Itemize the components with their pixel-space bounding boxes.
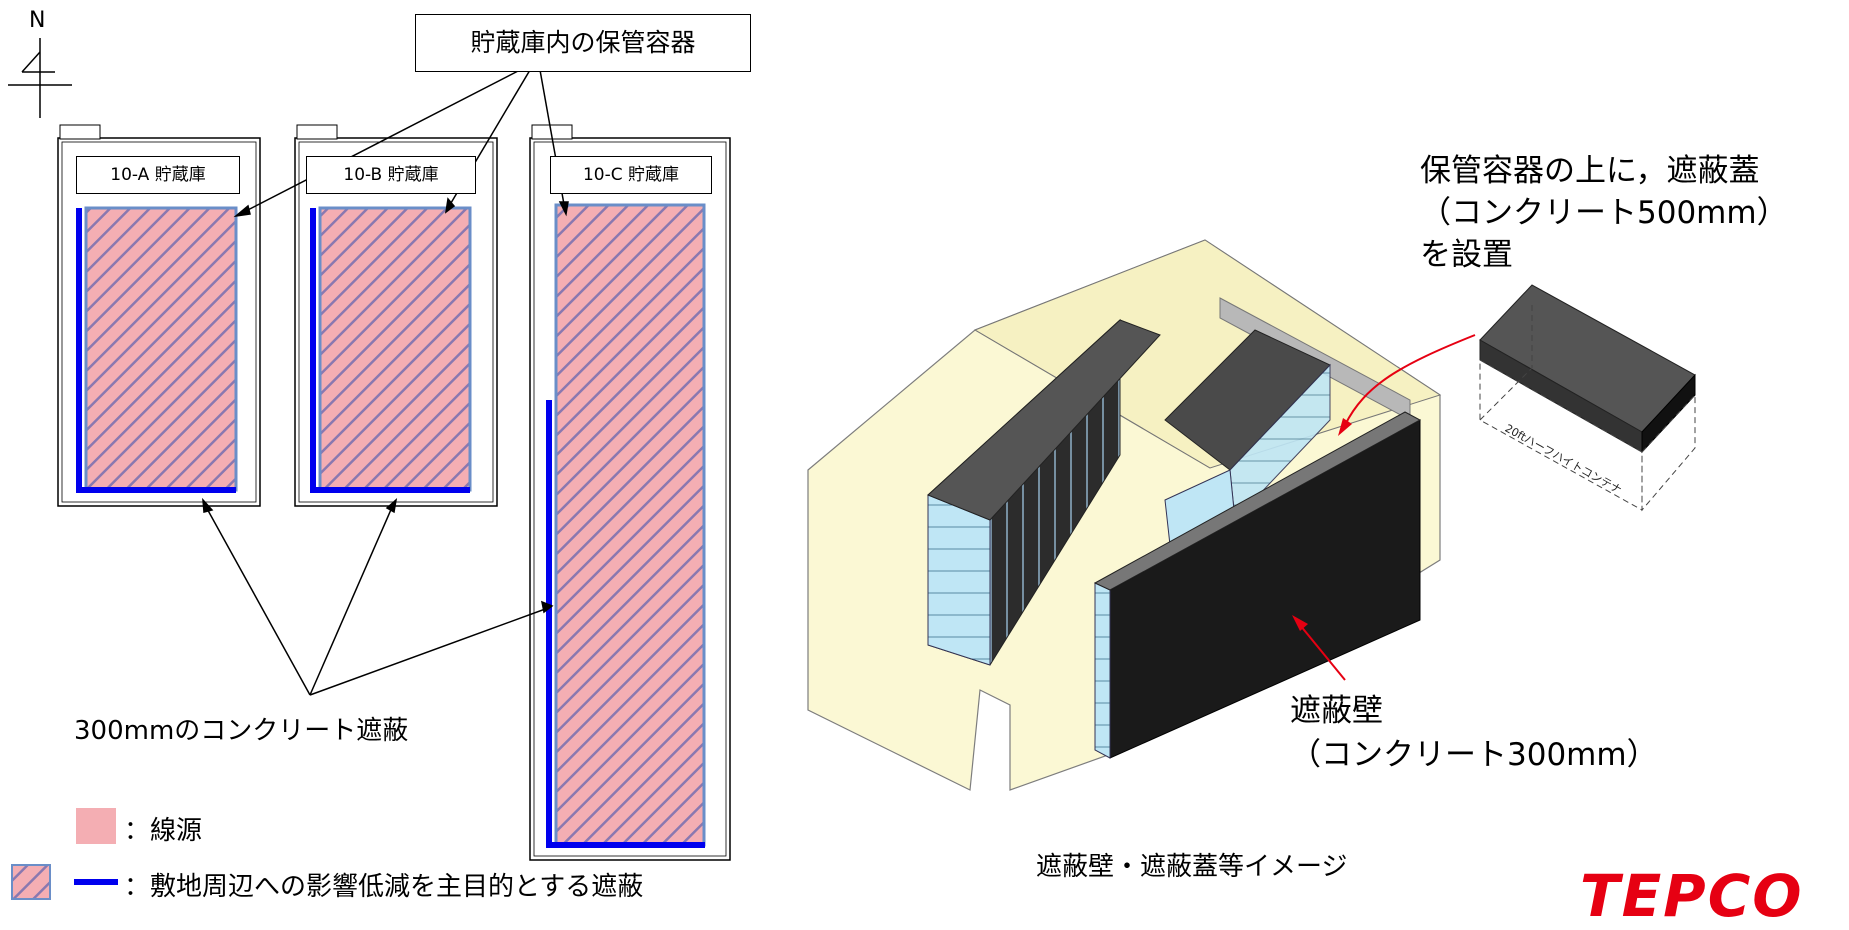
shield-lid-block bbox=[1479, 284, 1696, 512]
legend-source-swatch bbox=[76, 808, 116, 844]
lid-pointer-arrow bbox=[1344, 334, 1476, 426]
legend-hatch-swatch bbox=[11, 864, 51, 900]
legend-source-label: ：線源 bbox=[124, 816, 203, 846]
tepco-logo: TEPCO bbox=[1580, 862, 1804, 930]
storage-container-callout: 貯蔵庫内の保管容器 bbox=[415, 14, 751, 72]
building-10b-label: 10-B 貯蔵庫 bbox=[306, 156, 476, 194]
lid-note-line1: 保管容器の上に，遮蔽蓋 bbox=[1420, 153, 1760, 189]
building-10a bbox=[57, 124, 261, 507]
north-label: N bbox=[29, 8, 46, 33]
callout-arrows bbox=[233, 69, 569, 218]
legend-shield-label: ：敷地周辺への影響低減を主目的とする遮蔽 bbox=[124, 872, 644, 902]
building-10c-label: 10-C 貯蔵庫 bbox=[550, 156, 712, 194]
shield-300mm-label: 300mmのコンクリート遮蔽 bbox=[74, 716, 409, 746]
lid-note-line2: （コンクリート500mm） bbox=[1420, 195, 1788, 231]
wall-label-line2: （コンクリート300mm） bbox=[1290, 737, 1658, 773]
shield-3d-image bbox=[807, 239, 1696, 791]
plan-view bbox=[8, 38, 731, 900]
north-arrow-icon bbox=[8, 38, 72, 118]
shield-arrows bbox=[202, 497, 554, 696]
building-10c bbox=[529, 124, 731, 861]
wall-pointer-arrow bbox=[1299, 624, 1346, 681]
building-10a-label: 10-A 貯蔵庫 bbox=[76, 156, 240, 194]
image-caption: 遮蔽壁・遮蔽蓋等イメージ bbox=[1036, 852, 1348, 882]
lid-note-line3: を設置 bbox=[1420, 237, 1513, 273]
building-10b bbox=[294, 124, 498, 507]
wall-label-line1: 遮蔽壁 bbox=[1290, 693, 1383, 729]
